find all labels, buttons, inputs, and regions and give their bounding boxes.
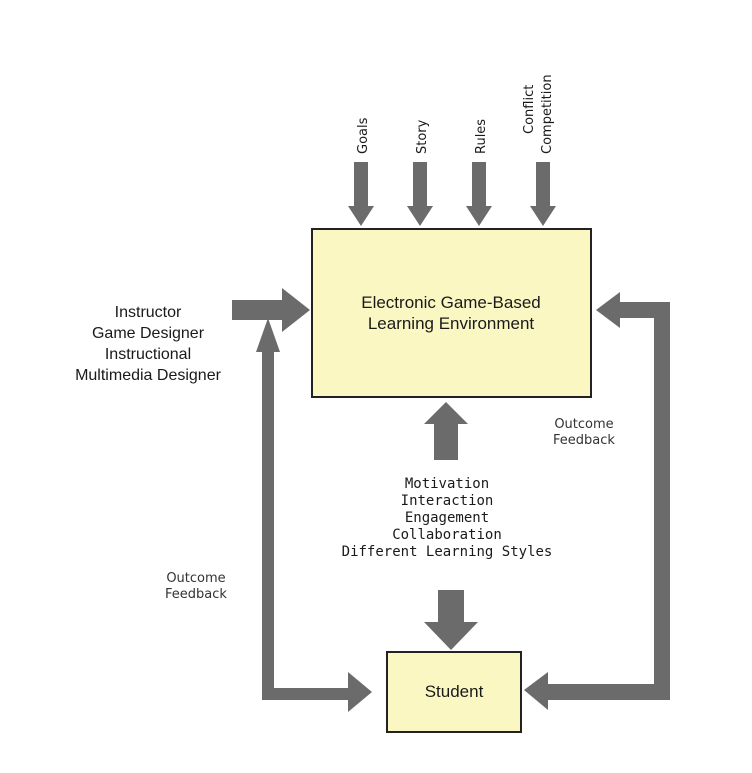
factor-item: Motivation (405, 476, 489, 492)
factor-item: Engagement (405, 510, 489, 526)
input-arrow-rules (466, 162, 492, 226)
factors-to-student-arrow (424, 590, 478, 650)
input-arrow-goals (348, 162, 374, 226)
outcome-feedback-left-line1: Outcome (166, 571, 225, 586)
input-label-rules: Rules (474, 119, 489, 154)
student-box (386, 651, 522, 733)
factor-item: Collaboration (392, 527, 502, 543)
input-label-goals: Goals (356, 117, 371, 154)
role-instructor: Instructor (115, 304, 182, 321)
outcome-feedback-right-line2: Feedback (553, 433, 615, 448)
student-box-label: Student (425, 682, 484, 701)
input-arrow-story (407, 162, 433, 226)
input-arrow-conflict-competition (530, 162, 556, 226)
roles-to-environment-arrow (232, 288, 310, 332)
outcome-feedback-right-line1: Outcome (554, 417, 613, 432)
factor-item: Interaction (401, 493, 494, 509)
input-label-story: Story (415, 119, 430, 154)
environment-box-title-line2: Learning Environment (368, 314, 535, 333)
factor-item: Different Learning Styles (342, 544, 553, 560)
role-instructional: Instructional (105, 346, 191, 363)
outcome-feedback-left-line2: Feedback (165, 587, 227, 602)
environment-box (311, 228, 592, 398)
input-label-conflict: Conflict (522, 85, 537, 134)
left-feedback-loop-arrow (256, 318, 372, 712)
environment-box-title-line1: Electronic Game-Based (361, 293, 541, 312)
factor-list: MotivationInteractionEngagementCollabora… (342, 476, 553, 560)
right-feedback-loop-arrow (524, 292, 670, 710)
factors-to-environment-arrow (424, 402, 468, 460)
role-game-designer: Game Designer (92, 325, 205, 342)
input-label-competition: Competition (540, 74, 555, 154)
role-multimedia-designer: Multimedia Designer (75, 367, 222, 384)
